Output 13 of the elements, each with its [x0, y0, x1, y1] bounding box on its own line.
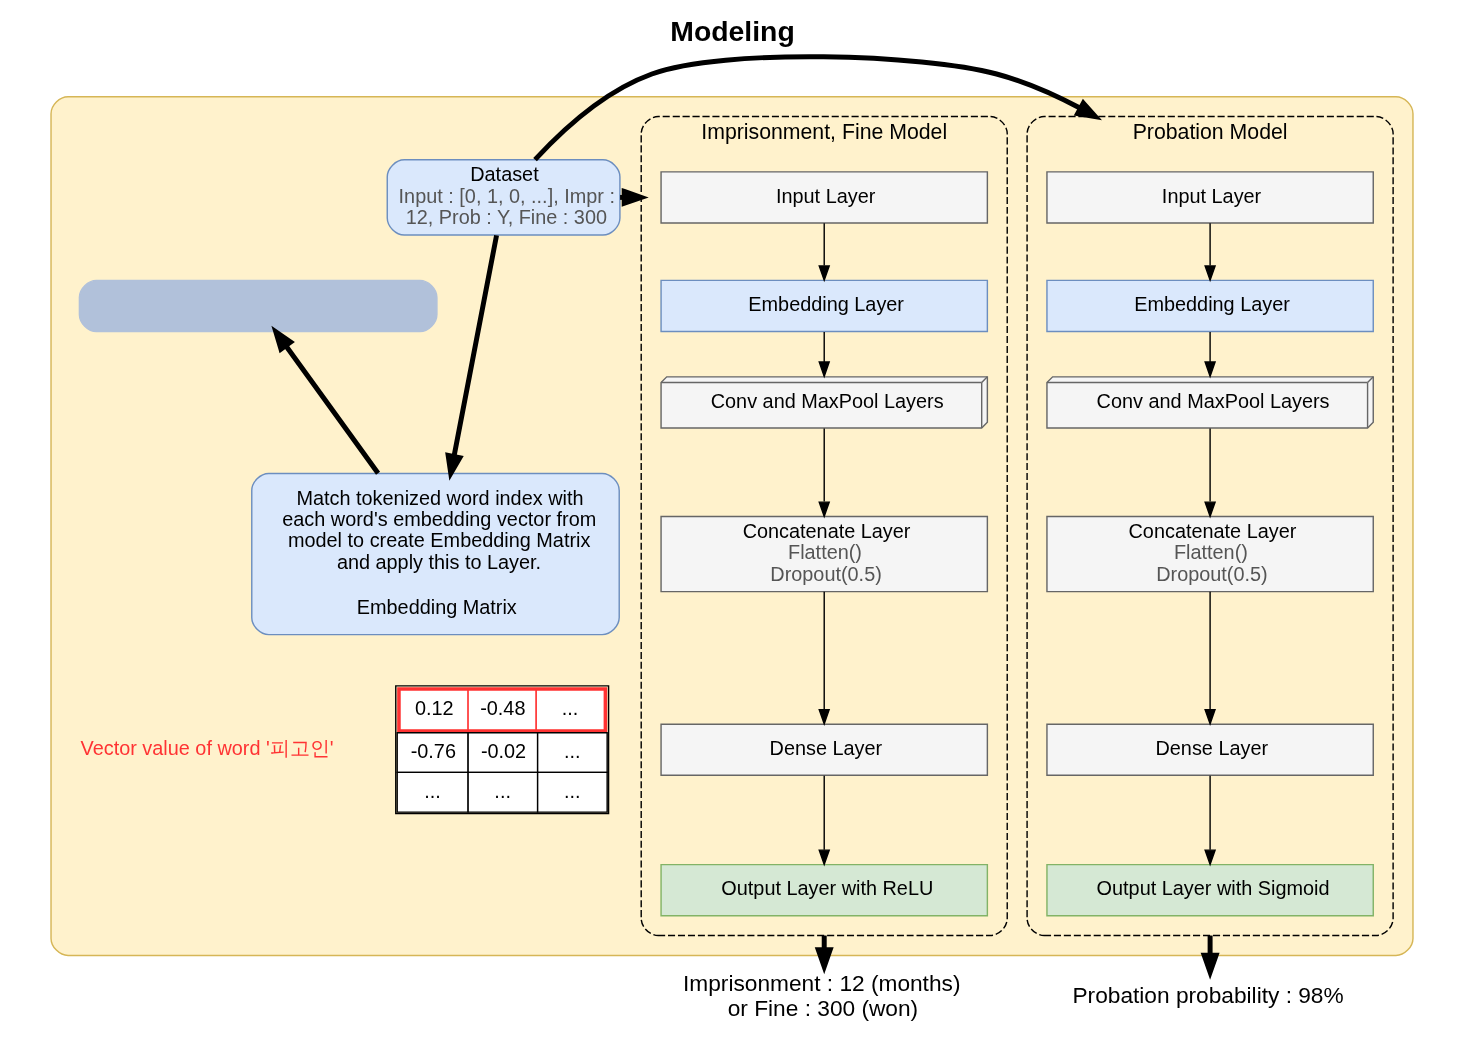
node-text: Imprisonment : 12 (months) or Fine : 300 (won) — [682, 969, 960, 1022]
label: ... — [563, 739, 580, 762]
label: 0.12 — [414, 697, 454, 720]
label: -0.48 — [479, 697, 525, 720]
label: ... — [493, 779, 511, 802]
label: -0.76 — [410, 739, 456, 762]
label: ... — [423, 779, 441, 802]
diagram-title: Modeling — [669, 14, 795, 47]
label: ... — [561, 697, 578, 720]
label: -0.02 — [480, 739, 526, 762]
label: ... — [563, 779, 580, 802]
node-text: Probation probability : 98% — [1071, 982, 1344, 1009]
label: Vector value of word '피고인' — [80, 736, 334, 759]
